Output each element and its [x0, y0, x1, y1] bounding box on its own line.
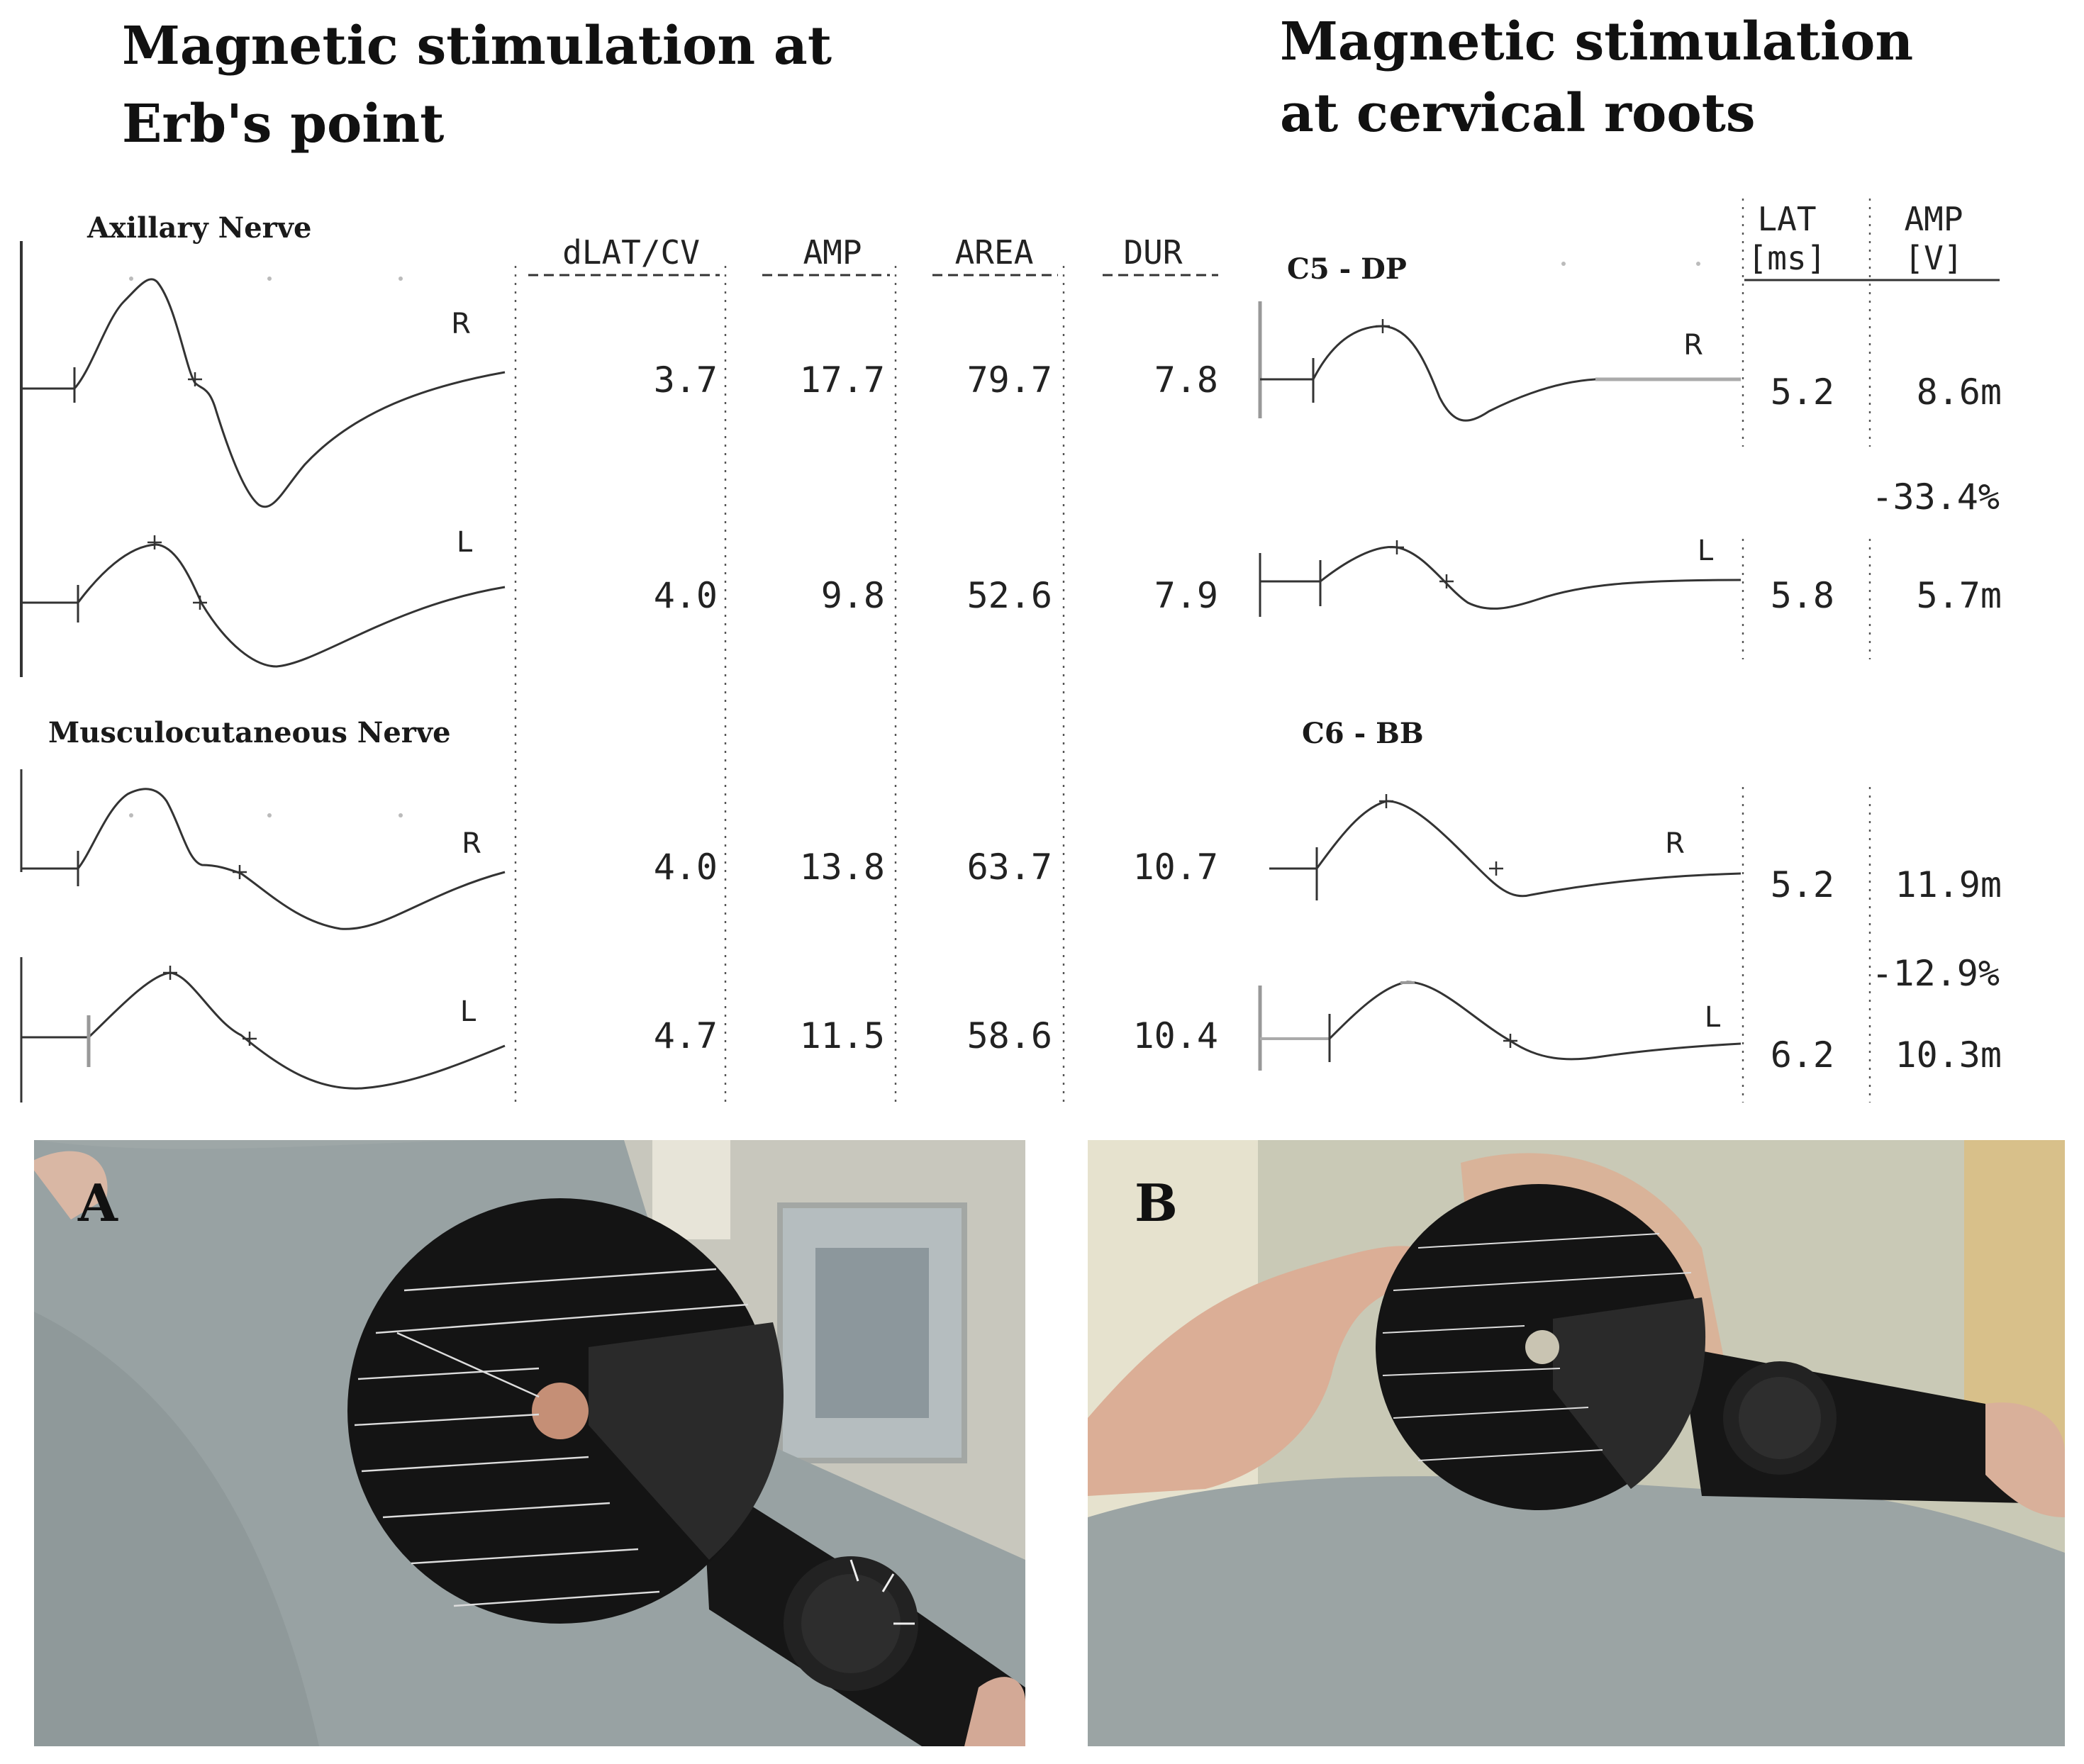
- photo-b: [1088, 1140, 2065, 1746]
- table-cell: 5.2: [1771, 864, 1834, 905]
- header-amp: AMP: [803, 233, 862, 272]
- table-cell: 13.8: [800, 847, 885, 888]
- side-label: L: [1705, 1001, 1721, 1034]
- left-grid-dots: [129, 277, 403, 817]
- side-label: L: [1698, 535, 1714, 567]
- table-cell: 4.0: [654, 847, 718, 888]
- side-label: R: [462, 827, 481, 860]
- table-cell: 58.6: [967, 1015, 1052, 1056]
- musculocutaneous-l-trace: [21, 966, 506, 1090]
- hand-icon: [1088, 1246, 1418, 1496]
- side-label: R: [451, 308, 471, 340]
- side-label: R: [1665, 827, 1685, 860]
- coil-icon: [1376, 1184, 2065, 1517]
- c5-l-trace: [1260, 540, 1742, 610]
- table-cell: 4.0: [654, 575, 718, 616]
- table-cell: 79.7: [967, 359, 1052, 401]
- side-label: L: [457, 526, 473, 559]
- diff-value: -12.9%: [1871, 953, 2000, 994]
- table-cell: 9.8: [821, 575, 885, 616]
- right-column-separators: [1742, 199, 1871, 1102]
- table-cell: 5.8: [1771, 575, 1834, 616]
- table-cell: 8.6m: [1917, 372, 2002, 413]
- photo-a: [34, 1140, 1025, 1746]
- coil-icon: [347, 1198, 1025, 1746]
- c6-bb-label: C6 - BB: [1302, 717, 1424, 750]
- right-values: 5.2 8.6m -33.4% 5.8 5.7m 5.2 11.9m -12.9…: [1771, 372, 2002, 1076]
- table-cell: 63.7: [967, 847, 1052, 888]
- header-dlat-cv: dLAT/CV: [562, 233, 700, 272]
- side-label: R: [1683, 329, 1703, 362]
- axillary-nerve-label: Axillary Nerve: [87, 211, 311, 245]
- table-cell: 10.7: [1133, 847, 1218, 888]
- table-cell: 52.6: [967, 575, 1052, 616]
- c5-r-trace: [1260, 319, 1741, 422]
- axillary-r-trace: [21, 278, 506, 508]
- right-waveforms: [1258, 262, 1742, 1071]
- erb-title-line2: Erb's point: [122, 94, 444, 155]
- cervical-title-line2: at cervical roots: [1280, 83, 1756, 144]
- musculocutaneous-nerve-label: Musculocutaneous Nerve: [48, 716, 451, 749]
- panel-label-b: B: [1135, 1173, 1178, 1233]
- header-amp-unit: [V]: [1904, 239, 1963, 277]
- header-area: AREA: [955, 233, 1034, 272]
- cervical-title-line1: Magnetic stimulation: [1280, 11, 1913, 72]
- erb-title-line1: Magnetic stimulation at: [122, 16, 832, 77]
- table-cell: 3.7: [654, 359, 718, 401]
- side-label: L: [460, 995, 477, 1028]
- table-cell: 4.7: [654, 1015, 718, 1056]
- table-cell: 7.9: [1154, 575, 1218, 616]
- left-waveforms: [20, 241, 506, 1102]
- header-lat-unit: [ms]: [1748, 239, 1827, 277]
- table-cell: 10.3m: [1895, 1034, 2002, 1076]
- table-cell: 5.2: [1771, 372, 1834, 413]
- c6-l-trace: [1260, 981, 1742, 1062]
- panel-label-a: A: [77, 1173, 118, 1233]
- header-lat: LAT: [1757, 200, 1816, 238]
- diff-value: -33.4%: [1871, 476, 2000, 518]
- axillary-l-trace: [21, 535, 506, 668]
- header-amp-right: AMP: [1904, 200, 1963, 238]
- table-cell: 7.8: [1154, 359, 1218, 401]
- right-grid-dots: [1561, 262, 1700, 266]
- left-values: 3.7 17.7 79.7 7.8 4.0 9.8 52.6 7.9 4.0 1…: [654, 359, 1218, 1056]
- table-cell: 10.4: [1133, 1015, 1218, 1056]
- table-cell: 6.2: [1771, 1034, 1834, 1076]
- c5-dp-label: C5 - DP: [1287, 252, 1407, 286]
- c6-r-trace: [1269, 794, 1742, 900]
- table-cell: 11.5: [800, 1015, 885, 1056]
- header-dur: DUR: [1123, 233, 1182, 272]
- table-cell: 5.7m: [1917, 575, 2002, 616]
- table-cell: 11.9m: [1895, 864, 2002, 905]
- musculocutaneous-r-trace: [21, 788, 506, 930]
- table-cell: 17.7: [800, 359, 885, 401]
